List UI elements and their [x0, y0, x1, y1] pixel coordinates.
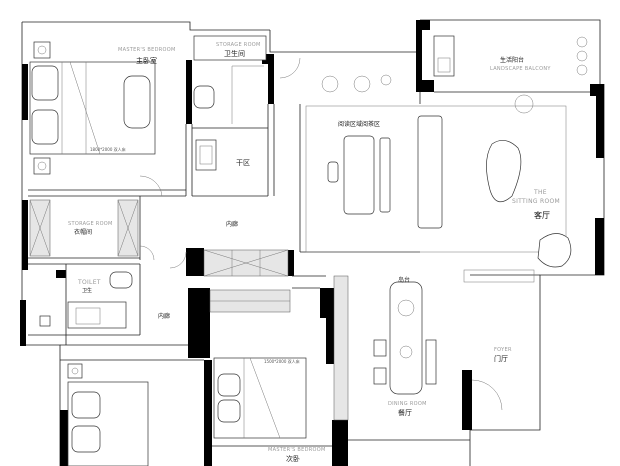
island-label: 岛台	[398, 277, 411, 284]
storage-left-label-en: STORAGE ROOM	[68, 221, 113, 227]
storage-left-wardrobes	[29, 199, 139, 257]
storage-top-label-cn: 卫生间	[224, 50, 245, 58]
foyer-label-cn: 门厅	[494, 355, 508, 363]
sitting-room-label-en-2: SITTING ROOM	[512, 198, 561, 205]
balcony-fixtures	[321, 35, 588, 93]
structural-walls	[20, 20, 604, 466]
foyer-label-en: FOYER	[494, 347, 512, 353]
corridor-cabinets	[203, 249, 291, 313]
master-bedroom-label-cn: 主卧室	[136, 57, 157, 65]
toilet-label-cn: 卫生	[82, 288, 93, 294]
dining-label-en: DINING ROOM	[388, 401, 427, 407]
living-furniture	[305, 94, 572, 268]
corridor-left-label: 内廊	[158, 313, 171, 320]
second-bedroom-label-cn: 次卧	[286, 455, 300, 463]
second-bed-size-label: 1500*2000 双人床	[264, 359, 300, 364]
door-swings	[139, 57, 503, 411]
toilet-left-fixtures	[39, 271, 133, 329]
master-bed	[29, 41, 156, 175]
storage-left-label-cn: 衣帽间	[74, 229, 93, 236]
lower-left-bed	[67, 363, 149, 466]
interior-partitions	[28, 91, 590, 447]
dining-furniture	[333, 269, 535, 421]
dry-area-label: 干区	[236, 159, 250, 167]
master-bed-size-label: 1800*2000 双人床	[90, 147, 126, 152]
balcony-label-en: LANDSCAPE BALCONY	[490, 66, 551, 72]
storage-top-label-en: STORAGE ROOM	[216, 42, 261, 48]
bathroom-top-fixtures	[193, 35, 267, 171]
second-bed	[213, 357, 307, 439]
balcony-label-cn: 生活阳台	[500, 57, 525, 64]
study-area-label: 阅读区域阅茶区	[338, 121, 381, 128]
toilet-label-en: TOILET	[78, 279, 101, 286]
sitting-room-label-en-1: THE	[534, 189, 547, 196]
master-bedroom-label-en: MASTER'S BEDROOM	[118, 47, 176, 53]
second-bedroom-label-en: MASTER'S BEDROOM	[268, 447, 326, 453]
sitting-room-label-cn: 客厅	[534, 211, 550, 220]
corridor-top-label: 内廊	[226, 221, 239, 228]
dining-label-cn: 餐厅	[398, 409, 412, 417]
